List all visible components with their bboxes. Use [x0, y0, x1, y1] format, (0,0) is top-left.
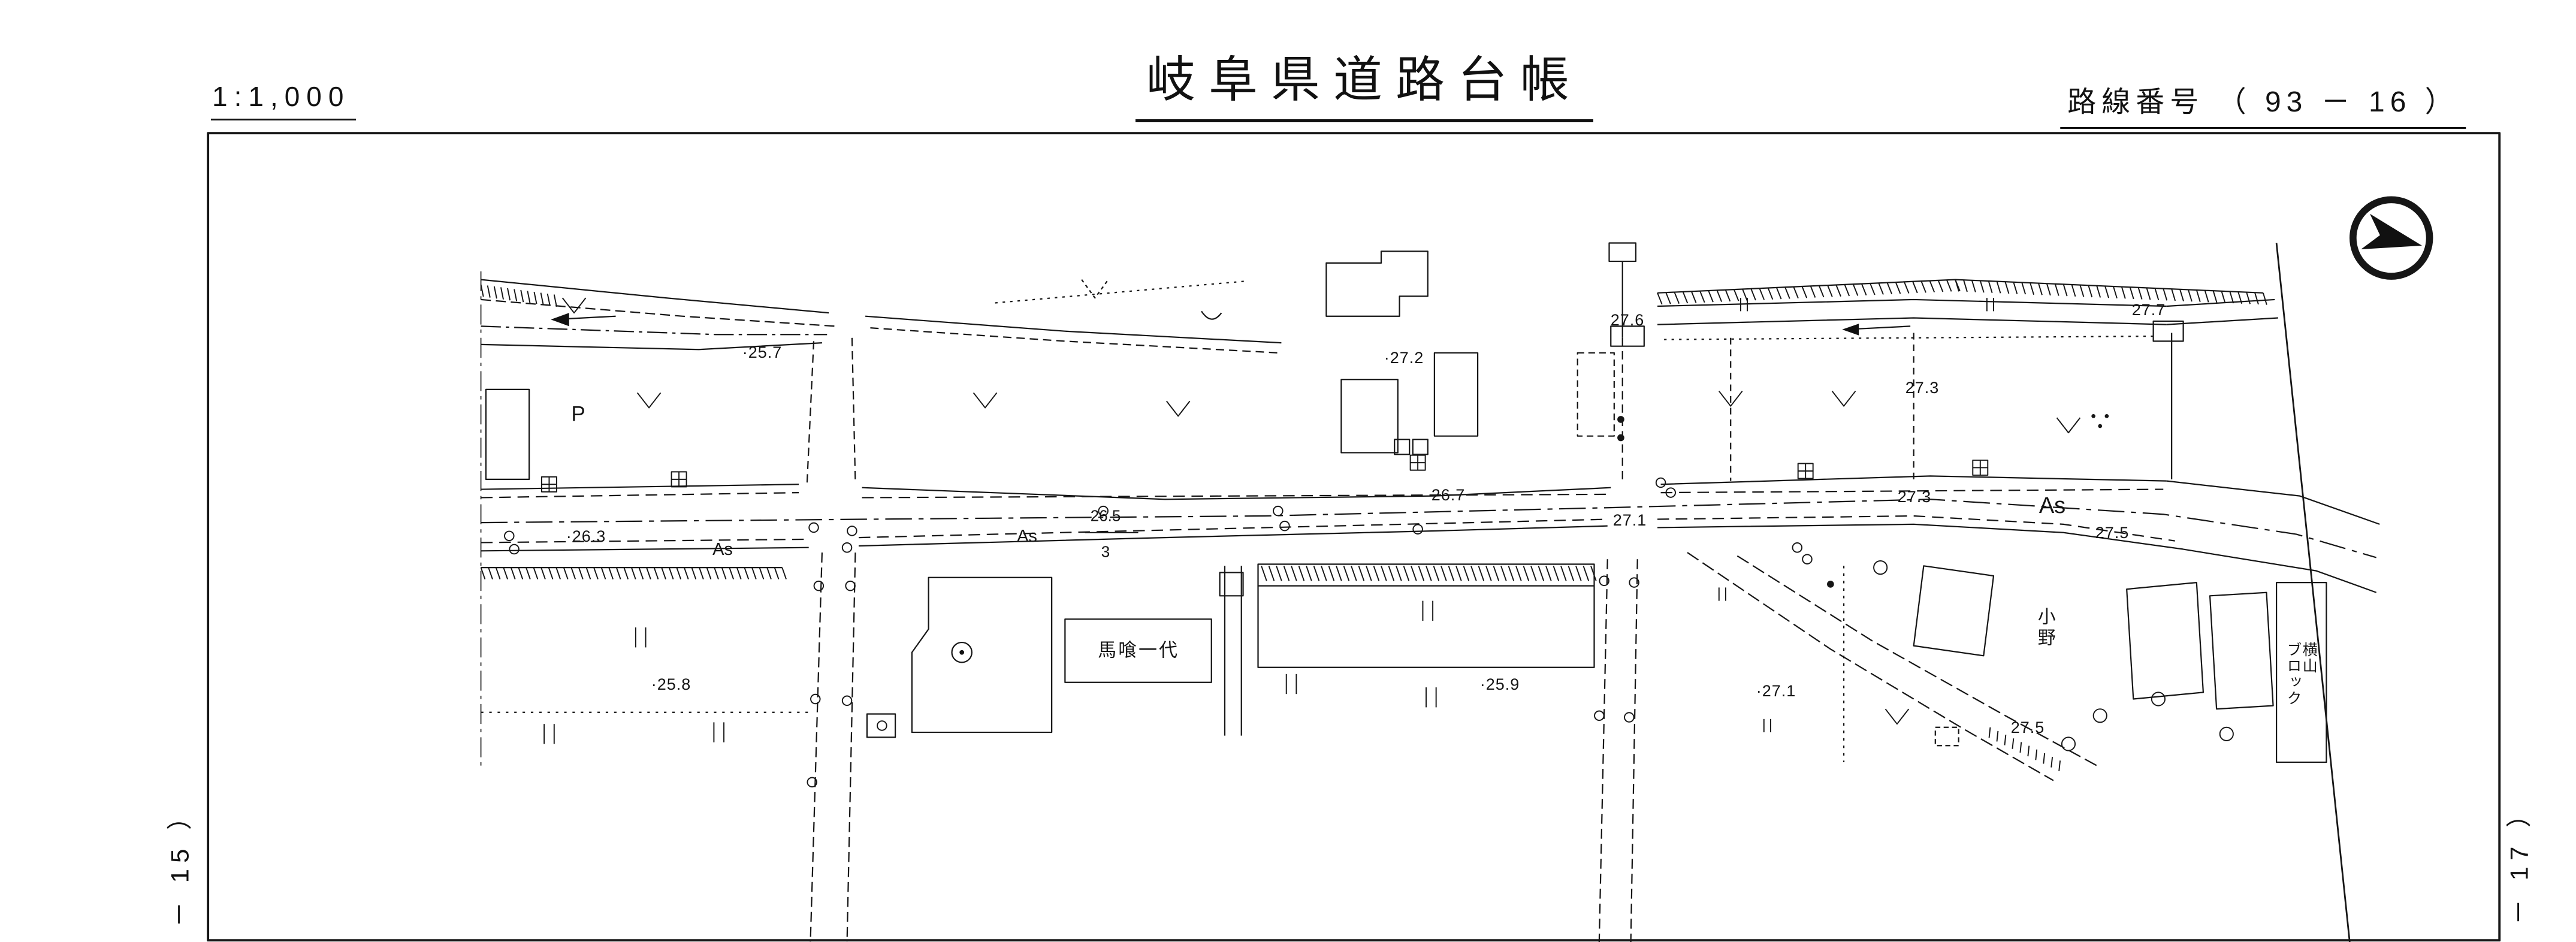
upper-right-road [1610, 279, 2278, 481]
scale-label: 1:1,000 [211, 80, 357, 120]
spot-elev-26-3: ·26.3 [566, 527, 606, 545]
survey-marker-icon [951, 641, 973, 663]
page-title: 岐阜県道路台帳 [1135, 40, 1594, 122]
map-symbols [480, 279, 2267, 788]
surface-as-east: As [2039, 493, 2066, 519]
spot-elev-27-6: 27.6 [1610, 310, 1645, 329]
spot-elev-25-9: ·25.9 [1479, 675, 1520, 693]
surface-as-center: As [1017, 526, 1037, 546]
parking-label: P [571, 402, 585, 426]
spot-elev-27-3-road: 27.3 [1897, 487, 1932, 506]
main-road [481, 475, 2380, 593]
building-yokoyama-block: 横山 ブロック [2285, 642, 2318, 707]
upper-buildings [485, 242, 1637, 483]
upper-field-boundary [865, 279, 1282, 354]
bakuro-buildings [911, 566, 1244, 736]
spot-elev-27-1-road: 27.1 [1612, 511, 1647, 529]
spot-elev-26-7: 26.7 [1431, 485, 1466, 504]
spot-elev-25-8: ·25.8 [651, 675, 691, 693]
route-number-label: 路線番号 （ 93 － 16 ） [2060, 78, 2466, 129]
building-ono: 小野 [2034, 607, 2055, 649]
sheet-match-line [2275, 243, 2351, 942]
spot-elev-27-3-upper: 27.3 [1905, 378, 1940, 397]
spot-elev-27-2: ·27.2 [1384, 348, 1424, 367]
long-building [1257, 563, 1595, 668]
spot-elev-25-7: ·25.7 [742, 343, 783, 361]
north-arrow-icon [2349, 196, 2433, 280]
spot-elev-27-1-lower: ·27.1 [1756, 681, 1796, 700]
station-numerator: 26.5 [1090, 506, 1121, 525]
map-frame [207, 132, 2501, 942]
station-denominator: 3 [1101, 542, 1110, 561]
surface-as-west: As [712, 539, 733, 559]
upper-left-road [481, 279, 836, 351]
cross-road-right [1598, 552, 2097, 942]
building-bakuro-ichidai: 馬喰一代 [1098, 639, 1179, 661]
right-buildings [1913, 565, 2327, 763]
spot-elev-27-7: 27.7 [2131, 300, 2166, 319]
spot-elev-27-5-lower: 27.5 [2010, 718, 2045, 736]
spot-elev-27-5-road: 27.5 [2095, 523, 2130, 542]
cross-road-left [806, 337, 896, 942]
